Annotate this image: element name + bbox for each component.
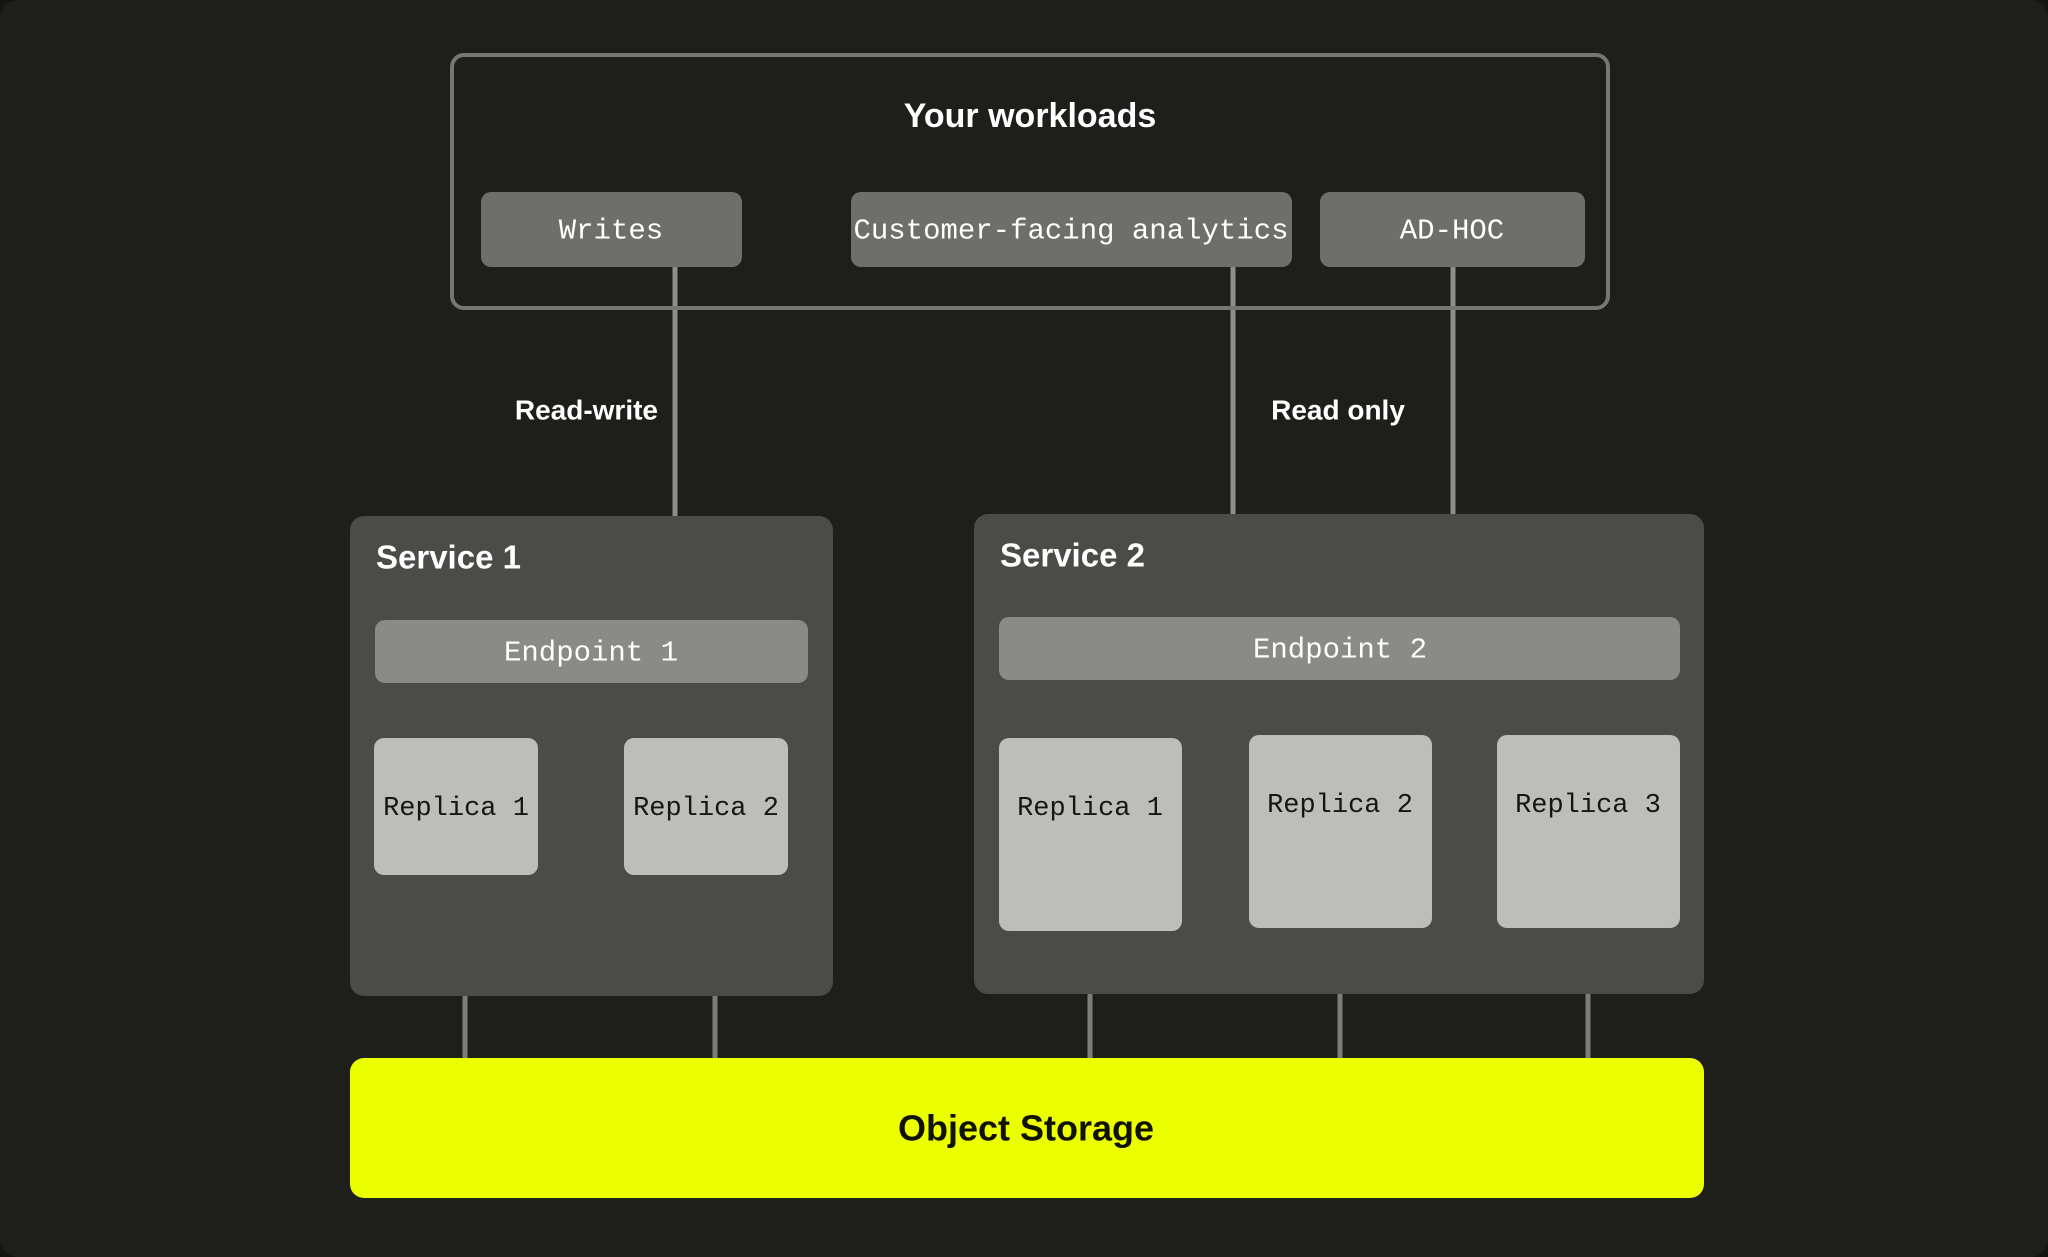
service-2-container: Service 2 Endpoint 2 Replica 1 Replica 2… <box>974 514 1704 994</box>
workloads-title: Your workloads <box>904 97 1157 135</box>
service-2-endpoint-label: Endpoint 2 <box>1253 634 1427 667</box>
object-storage-label: Object Storage <box>898 1108 1154 1149</box>
service-1-replica-1-label: Replica 1 <box>383 794 529 824</box>
edge-label-read-write: Read-write <box>515 394 658 425</box>
service-1-endpoint-label: Endpoint 1 <box>504 637 678 670</box>
service-1-endpoint[interactable]: Endpoint 1 <box>375 620 808 683</box>
service-1-replica-2[interactable]: Replica 2 <box>624 738 788 875</box>
service-1-replica-1[interactable]: Replica 1 <box>374 738 538 875</box>
workload-chip-ad-hoc-label: AD-HOC <box>1400 215 1504 248</box>
workloads-container: Your workloads <box>450 53 1610 310</box>
service-2-endpoint[interactable]: Endpoint 2 <box>999 617 1680 680</box>
service-1-container: Service 1 Endpoint 1 Replica 1 Replica 2 <box>350 516 833 996</box>
service-2-replica-1[interactable]: Replica 1 <box>999 738 1182 931</box>
service-2-replica-3[interactable]: Replica 3 <box>1497 735 1680 928</box>
workload-chip-writes[interactable]: Writes <box>481 192 742 267</box>
service-2-replica-3-label: Replica 3 <box>1515 791 1661 821</box>
workload-chip-writes-label: Writes <box>559 215 663 248</box>
service-2-title: Service 2 <box>1000 537 1145 574</box>
workload-chip-customer-facing-analytics-label: Customer-facing analytics <box>853 215 1288 248</box>
workload-chip-customer-facing-analytics[interactable]: Customer-facing analytics <box>851 192 1292 267</box>
edge-label-read-only: Read only <box>1271 394 1405 425</box>
service-2-replica-2[interactable]: Replica 2 <box>1249 735 1432 928</box>
service-1-replica-2-label: Replica 2 <box>633 794 779 824</box>
object-storage[interactable]: Object Storage <box>350 1058 1704 1198</box>
service-2-replica-1-label: Replica 1 <box>1017 794 1163 824</box>
service-1-title: Service 1 <box>376 539 521 576</box>
workload-chip-ad-hoc[interactable]: AD-HOC <box>1320 192 1585 267</box>
service-2-replica-2-label: Replica 2 <box>1267 791 1413 821</box>
